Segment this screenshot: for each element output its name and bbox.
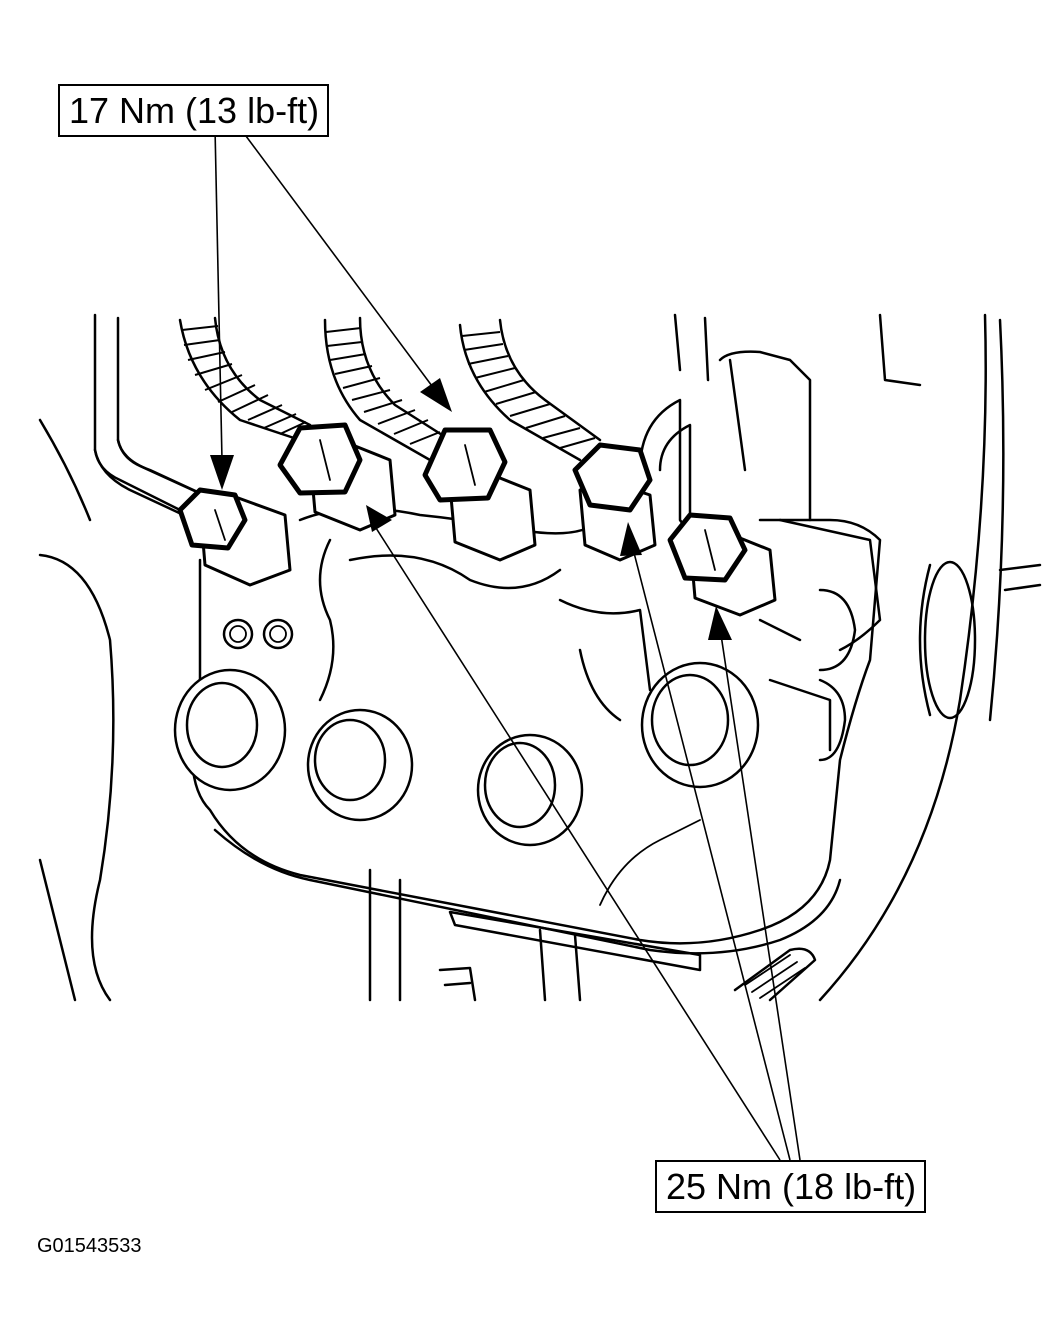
hose-2: [323, 316, 452, 462]
top-callout-leaders: [210, 127, 452, 490]
brake-line-fittings: [177, 422, 777, 617]
arrowhead-top-1: [210, 455, 234, 490]
leader-bottom-3: [719, 627, 801, 1161]
large-ports: [173, 661, 760, 847]
braided-hoses: [178, 316, 602, 462]
arrowhead-bottom-1: [366, 505, 392, 532]
bottom-callout-leaders: [366, 505, 801, 1161]
rigid-brake-lines: [93, 398, 702, 542]
hose-3: [458, 318, 602, 462]
small-ports: [222, 618, 294, 650]
arrowhead-top-2: [420, 378, 452, 412]
lower-hardware: [438, 947, 817, 1002]
torque-callout-17nm: 17 Nm (13 lb-ft): [58, 84, 330, 137]
leader-top-1: [214, 127, 223, 461]
fitting-3: [422, 427, 537, 562]
leader-bottom-2: [631, 544, 791, 1161]
fitting-1: [177, 487, 292, 587]
side-plug: [918, 560, 977, 720]
fitting-4: [572, 442, 657, 562]
figure-id-label: G01543533: [37, 1235, 142, 1257]
fitting-5: [667, 512, 777, 617]
leader-top-2: [239, 127, 433, 387]
hose-1: [178, 316, 312, 442]
arrowhead-bottom-3: [708, 606, 732, 640]
arrowhead-bottom-2: [620, 522, 642, 556]
leader-bottom-1: [375, 527, 781, 1161]
fitting-2: [277, 422, 397, 532]
torque-callout-25nm: 25 Nm (18 lb-ft): [655, 1160, 927, 1213]
surrounding-structure: [38, 313, 1042, 1002]
